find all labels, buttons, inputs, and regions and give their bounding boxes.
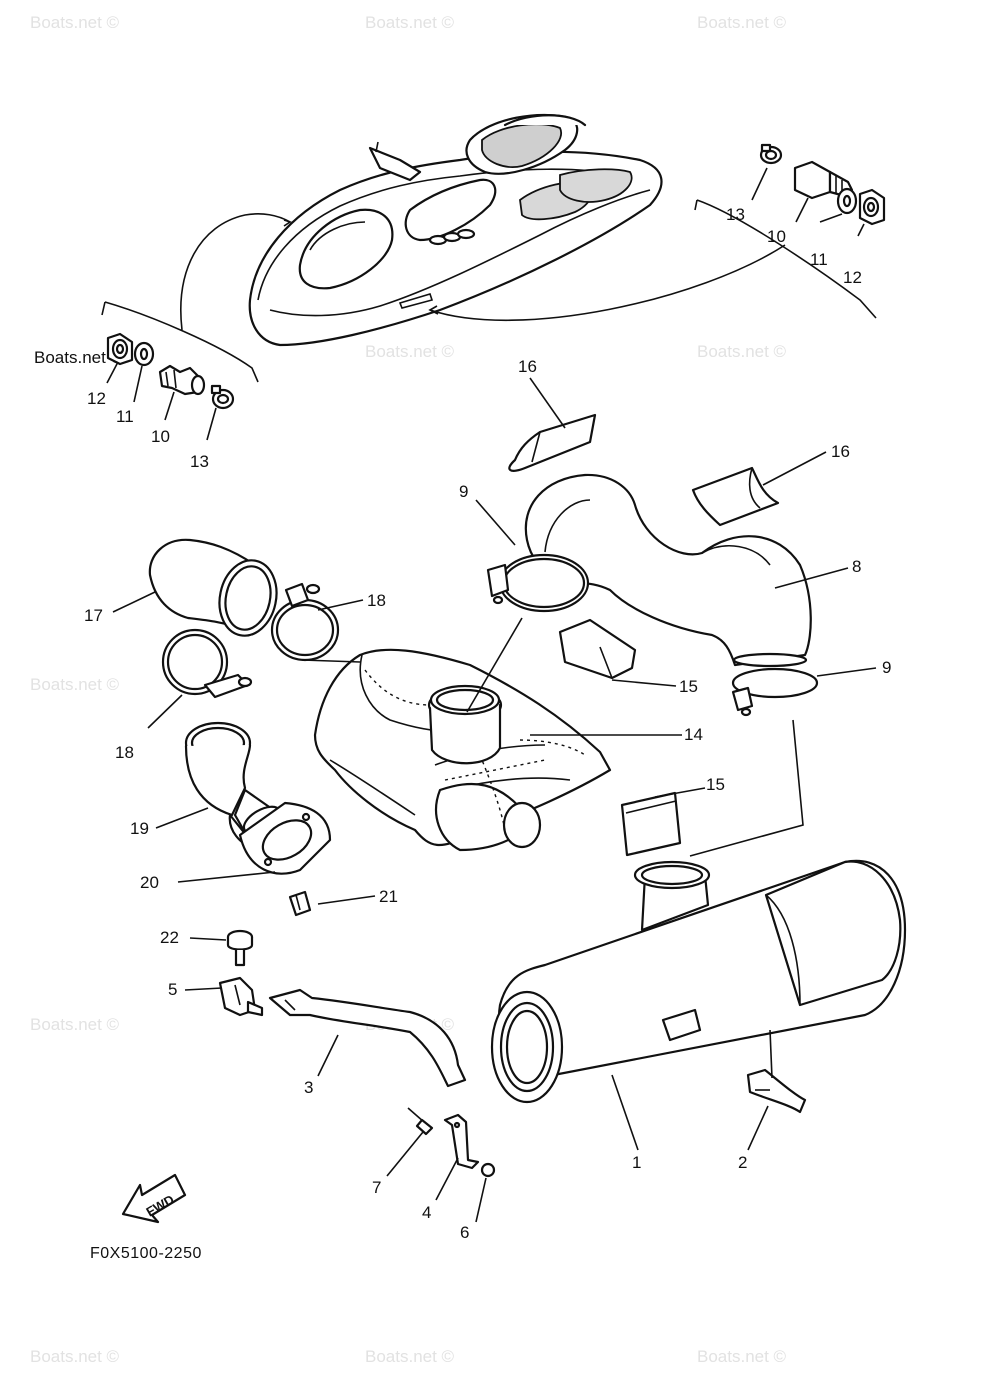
watermark-text: Boats.net © (30, 1347, 120, 1366)
callout-number: 2 (738, 1153, 747, 1172)
callout-number: 15 (679, 677, 698, 696)
callout-leader (180, 213, 291, 331)
callout-number: 21 (379, 887, 398, 906)
clip-5: 5 (168, 976, 264, 1017)
callout-number: 18 (115, 743, 134, 762)
nut-12 (858, 188, 886, 226)
watermark-text: Boats.net © (30, 675, 120, 694)
callout-number: 6 (460, 1223, 469, 1242)
hose-clamp-9-lower: 9 (731, 658, 891, 717)
callout-number: 4 (422, 1203, 431, 1222)
callout-number: 16 (831, 442, 850, 461)
hose-clamp-13 (210, 384, 235, 410)
figure-code: F0X5100-2250 (90, 1245, 202, 1262)
callout-number: 17 (84, 606, 103, 625)
callout-number: 12 (843, 268, 862, 287)
callout-number: 13 (190, 452, 209, 471)
fitting-group-right: 13 10 11 12 (694, 143, 886, 319)
watermark-text: Boats.net © (697, 13, 787, 32)
gasket-20: 20 (140, 801, 332, 892)
callout-number: 9 (882, 658, 891, 677)
pad-15-lower: 15 (620, 775, 725, 857)
callout-number: 11 (116, 407, 134, 426)
callout-number: 8 (852, 557, 861, 576)
joint-pipe-17: 17 (84, 538, 278, 637)
nut-12 (106, 332, 134, 366)
watercraft-illustration (248, 113, 663, 347)
fitting-group-left: 12 11 10 13 (87, 301, 259, 471)
arrow-head (428, 305, 439, 315)
washer-6: 6 (460, 1162, 496, 1242)
washer-11 (836, 187, 858, 215)
watermark-text: Boats.net © (365, 1347, 455, 1366)
callout-number: 13 (726, 205, 745, 224)
watermark-text-dark: Boats.net © (34, 348, 124, 367)
callout-leader (301, 659, 361, 663)
callout-number: 14 (684, 725, 703, 744)
hose-clamp-18-upper: 18 (270, 582, 386, 662)
callout-number: 5 (168, 980, 177, 999)
pad-15-upper: 15 (558, 618, 698, 696)
callout-number: 7 (372, 1178, 381, 1197)
callout-number: 11 (810, 250, 828, 269)
callout-number: 16 (518, 357, 537, 376)
nipple-fitting-10 (158, 364, 206, 396)
watermark-text: Boats.net © (365, 342, 455, 361)
callout-number: 15 (706, 775, 725, 794)
hose-clamp-13 (759, 143, 783, 165)
bolt-22: 22 (160, 928, 254, 967)
watermark-text: Boats.net © (365, 13, 455, 32)
callout-leader (466, 617, 523, 713)
watermark-text: Boats.net © (697, 1347, 787, 1366)
watermark-text: Boats.net © (30, 1015, 120, 1034)
callout-leader (689, 719, 804, 857)
callout-number: 1 (632, 1153, 641, 1172)
water-lock-14: 14 (313, 648, 703, 852)
callout-number: 12 (87, 389, 106, 408)
callout-number: 20 (140, 873, 159, 892)
arrow-head (283, 219, 292, 227)
hose-clamp-9-upper: 9 (459, 482, 590, 613)
pad-16-upper: 16 (508, 357, 597, 472)
callout-number: 10 (767, 227, 786, 246)
pad-16-right: 16 (691, 442, 850, 527)
washer-11 (133, 341, 155, 367)
strap-3: 3 (268, 988, 467, 1097)
exhaust-hose-8: 8 (524, 473, 861, 668)
bolt-21: 21 (288, 887, 398, 917)
callout-number: 3 (304, 1078, 313, 1097)
callout-number: 9 (459, 482, 468, 501)
callout-number: 19 (130, 819, 149, 838)
callout-number: 18 (367, 591, 386, 610)
bracket-4: 4 (422, 1113, 480, 1222)
forward-direction-arrow: FWD (121, 1173, 187, 1224)
watermark-text: Boats.net © (697, 342, 787, 361)
muffler-1: 1 (490, 859, 907, 1172)
callout-leader (429, 244, 786, 322)
watermark-text: Boats.net © (30, 13, 120, 32)
rivet-7: 7 (372, 1107, 434, 1197)
callout-number: 22 (160, 928, 179, 947)
bracket-2: 2 (738, 1029, 807, 1172)
callout-number: 10 (151, 427, 170, 446)
hose-clamp-18-lower: 18 (115, 628, 253, 762)
